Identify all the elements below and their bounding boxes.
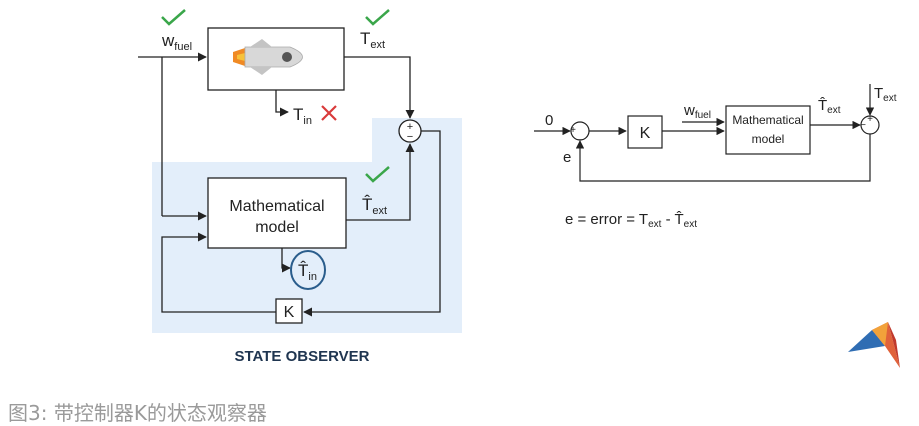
plant-output-label: Text xyxy=(360,29,385,51)
matlab-logo-icon xyxy=(848,322,900,368)
error-equation: e = error = Text - T̂ext xyxy=(565,211,697,230)
right-error-label: e xyxy=(563,149,571,166)
model-label-line2: model xyxy=(255,219,299,236)
right-model-line2: model xyxy=(752,132,785,146)
right-sum-plus: + xyxy=(570,125,576,136)
model-block xyxy=(207,177,347,249)
gain-block xyxy=(275,298,303,324)
sum-minus-sign: − xyxy=(407,131,413,143)
sum-plus-sign: + xyxy=(407,121,413,133)
check-icon xyxy=(365,166,390,183)
left-wires xyxy=(138,52,441,317)
right-gain-label: K xyxy=(640,125,651,142)
right-ref-label: 0 xyxy=(545,112,553,129)
observer-title: STATE OBSERVER xyxy=(234,348,369,365)
plant-internal-label: Tin xyxy=(293,105,312,127)
check-icon xyxy=(161,9,186,26)
right-sum2-plus: + xyxy=(867,114,873,125)
right-sum2-minus: − xyxy=(860,120,866,131)
check-icon xyxy=(365,9,390,26)
highlight-circle xyxy=(290,250,326,290)
input-wfuel-label: wfuel xyxy=(161,31,192,53)
gain-label: K xyxy=(284,304,295,321)
right-model-block xyxy=(725,105,811,155)
right-gain-block xyxy=(627,115,663,149)
model-label-line1: Mathematical xyxy=(229,198,324,215)
estimated-output-label: T̂ext xyxy=(362,194,387,217)
right-input-wfuel-label: wfuel xyxy=(683,102,711,121)
figure-caption: 图3: 带控制器K的状态观察器 xyxy=(8,401,267,425)
right-wires xyxy=(534,84,875,182)
right-model-line1: Mathematical xyxy=(732,113,803,127)
right-ext-input-label: Text xyxy=(874,85,897,104)
right-estimated-output-label: T̂ext xyxy=(818,97,841,116)
rocket-icon xyxy=(233,39,303,75)
cross-icon xyxy=(321,105,337,121)
estimated-internal-label: T̂in xyxy=(298,260,317,283)
